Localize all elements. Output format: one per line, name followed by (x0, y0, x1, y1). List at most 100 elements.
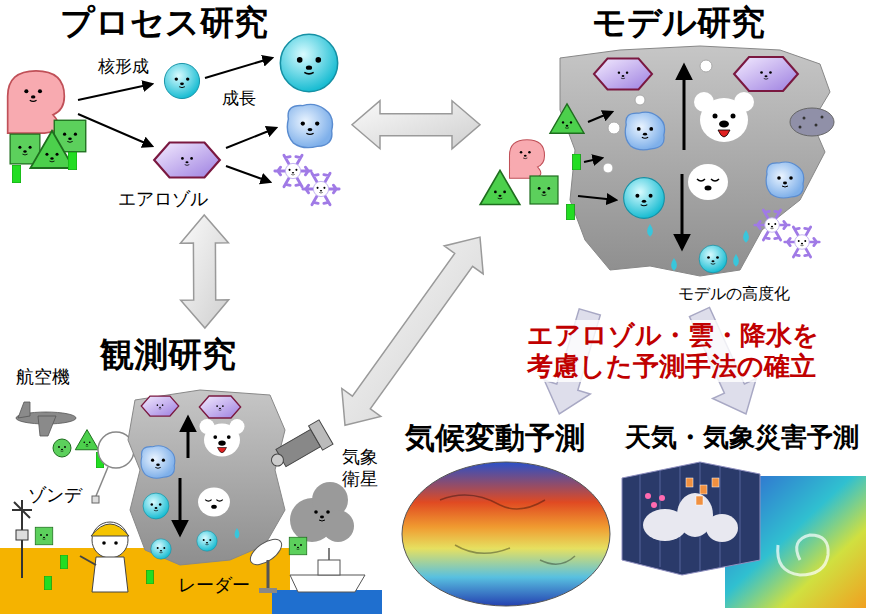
panel-heading: 天気・気象災害予測 (625, 422, 859, 453)
art-use (671, 258, 677, 271)
art-circle (213, 435, 217, 439)
art-ellipse (402, 462, 610, 606)
art-polygon (38, 416, 56, 436)
art-circle (799, 126, 802, 129)
art-path (778, 535, 829, 575)
art-line (578, 196, 616, 200)
art-polygon (18, 402, 30, 418)
art-use (530, 176, 558, 204)
art-use (314, 510, 330, 521)
art-circle (731, 114, 736, 119)
art-ellipse (218, 440, 226, 445)
art-g (16, 402, 76, 436)
art-circle (713, 114, 718, 119)
part-label: 気象 衛星 (342, 446, 382, 489)
art-use (61, 555, 68, 569)
art-line (187, 418, 190, 458)
art-circle (651, 502, 657, 508)
art-use (58, 446, 66, 451)
art-circle (815, 124, 818, 127)
label-anchor: エアロゾル (118, 188, 208, 210)
art-line (179, 478, 182, 534)
observation-illustration (0, 390, 382, 614)
art-use (594, 59, 652, 90)
art-ellipse (719, 121, 729, 128)
art-path (290, 575, 365, 592)
art-rect (712, 478, 719, 487)
art-use (734, 57, 798, 91)
art-use (275, 155, 311, 187)
label-anchor: ゾンデ (28, 484, 82, 506)
part-label: 航空機 (16, 366, 70, 388)
art-path (128, 390, 285, 565)
part-label: モデルの高度化 (678, 284, 790, 303)
art-use (45, 576, 52, 590)
art-circle (322, 510, 354, 542)
art-use (785, 227, 820, 257)
art-circle (227, 435, 231, 439)
art-use (550, 104, 584, 133)
label-anchor: エアロゾル・雲・降水を 考慮した予測手法の確立 (525, 320, 839, 382)
panel-heading: プロセス研究 (60, 2, 268, 43)
art-line (683, 66, 686, 150)
art-g (200, 419, 245, 457)
goal-statement: エアロゾル・雲・降水を 考慮した予測手法の確立 (525, 320, 839, 382)
art-circle (700, 60, 712, 72)
art-g (246, 534, 286, 569)
panel-heading: 気候変動予測 (405, 420, 585, 456)
panel-heading: モデル研究 (592, 2, 765, 43)
art-use (480, 170, 520, 204)
art-line (226, 128, 276, 148)
art-path (560, 46, 830, 276)
art-use (573, 154, 581, 170)
art-line (80, 556, 96, 565)
art-line (584, 158, 602, 162)
art-g (643, 493, 738, 542)
art-line (78, 84, 152, 100)
art-use (755, 210, 790, 240)
art-line (78, 114, 152, 146)
art-use (766, 162, 804, 198)
label-anchor: レーダー (178, 574, 250, 596)
art-use (30, 131, 73, 168)
art-line (328, 548, 330, 560)
label-anchor: 航空機 (16, 366, 70, 388)
art-use (625, 112, 664, 150)
process-panel: プロセス研究 (0, 0, 352, 215)
model-illustration (480, 46, 834, 276)
art-use (235, 528, 240, 539)
art-line (205, 58, 272, 78)
climate-panel: 気候変動予測 (395, 414, 617, 614)
art-path (622, 462, 760, 575)
part-label: ゾンデ (28, 484, 82, 506)
art-circle (635, 95, 645, 105)
art-path (697, 179, 719, 181)
art-ellipse (204, 424, 240, 457)
art-rect (16, 530, 28, 540)
art-use (289, 537, 307, 555)
label-anchor: 核形成 (98, 56, 149, 76)
art-use (510, 140, 545, 179)
art-ellipse (246, 534, 286, 569)
art-g (688, 164, 728, 200)
art-use (147, 570, 154, 584)
art-g (686, 478, 719, 505)
art-ellipse (790, 108, 834, 136)
art-g (198, 488, 230, 517)
art-use (199, 396, 240, 418)
model-panel: モデル研究 (480, 0, 872, 312)
art-ellipse (198, 488, 230, 517)
art-use (647, 224, 653, 237)
art-circle (102, 541, 106, 545)
art-circle (603, 163, 613, 173)
art-circle (269, 452, 285, 468)
art-circle (803, 117, 806, 120)
art-path (205, 500, 223, 502)
art-circle (114, 541, 118, 545)
art-line (226, 166, 270, 182)
art-path (218, 448, 227, 453)
art-line (588, 112, 612, 122)
label-anchor: 気象 衛星 (342, 446, 382, 489)
